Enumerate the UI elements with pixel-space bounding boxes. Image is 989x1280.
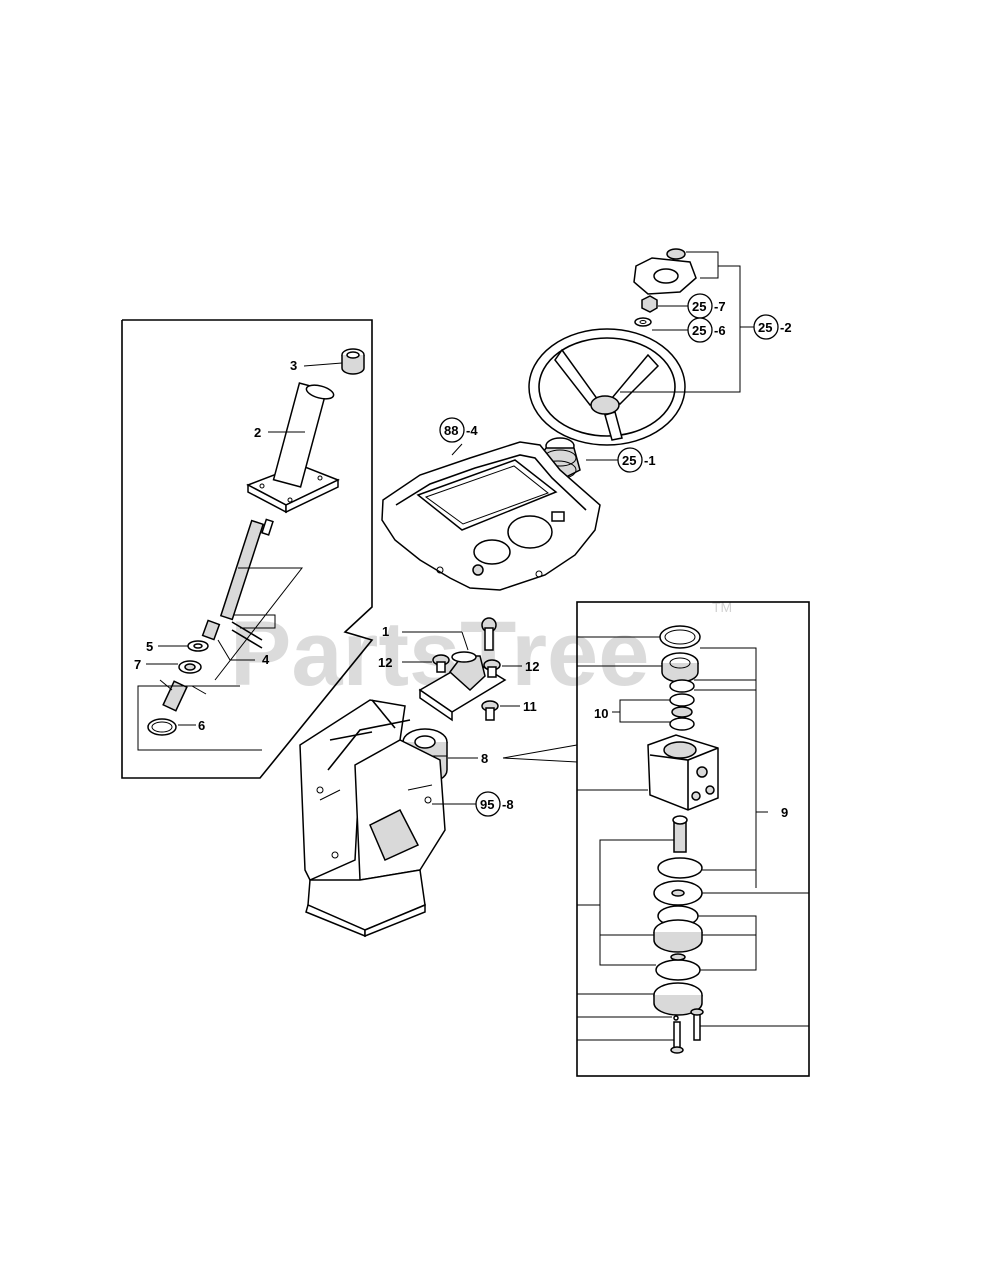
label-2: 2: [254, 425, 261, 440]
breakdown-leader-lines-left: [577, 636, 674, 1041]
column-tube-part: [246, 382, 340, 514]
label-5: 5: [146, 639, 153, 654]
label-7: 7: [134, 657, 141, 672]
label-9: 9: [781, 805, 788, 820]
bolt-11: [481, 700, 499, 721]
ref-25-1-suffix: -1: [644, 453, 656, 468]
ref-25-1-num: 25: [622, 453, 636, 468]
ref-25-2-suffix: -2: [780, 320, 792, 335]
dash-panel-part: [381, 441, 601, 591]
ref-95-8-num: 95: [480, 797, 494, 812]
ref-88-4-num: 88: [444, 423, 458, 438]
label-10: 10: [594, 706, 608, 721]
label-11: 11: [523, 699, 537, 714]
ref-25-2-num: 25: [758, 320, 772, 335]
bushing-part: [341, 348, 365, 375]
left-inset-frame: [121, 319, 374, 779]
pedestal-frame-part: [299, 699, 446, 938]
label-12-left: 12: [378, 655, 392, 670]
label-3: 3: [290, 358, 297, 373]
bolt-12-left: [432, 654, 450, 673]
breakdown-leader-lines-right: [694, 647, 809, 1027]
lower-joint-part: [159, 679, 207, 712]
ref-25-6-num: 25: [692, 323, 706, 338]
ref-88-4-suffix: -4: [466, 423, 478, 438]
bearing-part: [178, 660, 202, 674]
label-12-right: 12: [525, 659, 539, 674]
ref-25-6-suffix: -6: [714, 323, 726, 338]
column-bracket-part: [418, 617, 507, 722]
steering-wheel-part: [528, 328, 686, 446]
wheel-nut-part: [641, 295, 658, 313]
spring-pin-group: [201, 619, 263, 649]
label-4: 4: [262, 652, 270, 667]
label-1: 1: [382, 624, 389, 639]
ref-25-7-num: 25: [692, 299, 706, 314]
valve-breakdown-parts: [647, 625, 719, 1054]
ref-25-7-suffix: -7: [714, 299, 726, 314]
wheel-washer-part: [634, 317, 652, 327]
steering-cap-part: [633, 248, 697, 295]
right-inset-frame: [576, 601, 810, 1077]
watermark-tm: TM: [712, 599, 732, 615]
washer-part: [187, 640, 209, 652]
label-6: 6: [198, 718, 205, 733]
ring-part: [147, 718, 177, 736]
steering-shaft-part: [219, 518, 274, 621]
ref-95-8-suffix: -8: [502, 797, 514, 812]
label-8: 8: [481, 751, 488, 766]
bolt-12-right: [483, 659, 501, 678]
